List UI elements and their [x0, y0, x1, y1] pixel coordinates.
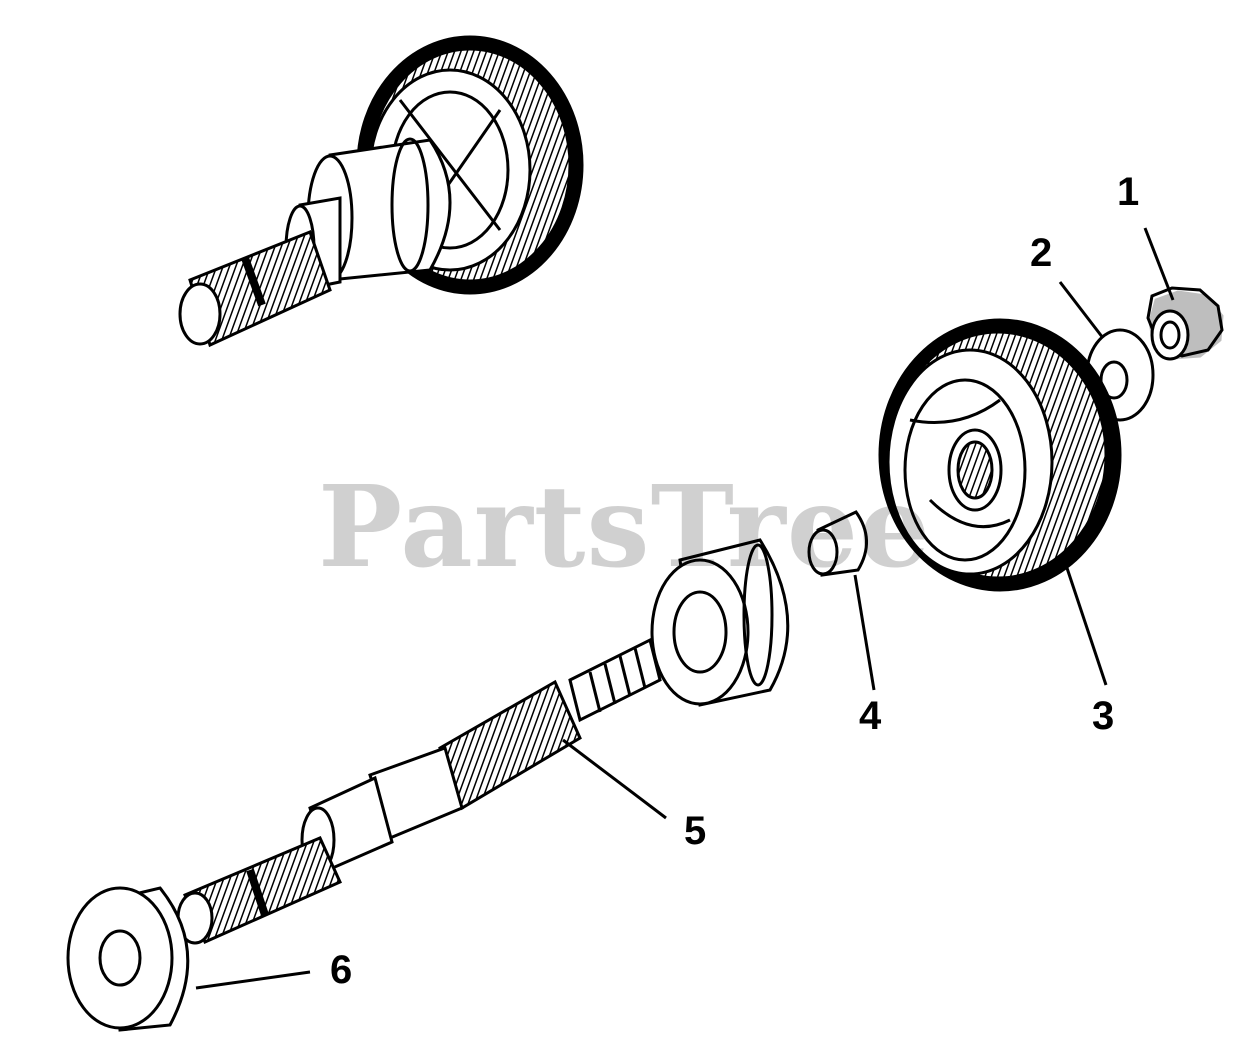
assembled-hub — [328, 138, 452, 282]
callout-4: 4 — [859, 694, 882, 738]
leader-line-2 — [1058, 281, 1105, 339]
part-4-bushing — [807, 510, 868, 577]
assembled-shaft-and-gear — [178, 35, 584, 348]
part-5-hub — [650, 538, 790, 707]
part-3-gear — [878, 318, 1122, 592]
leader-line-6 — [195, 970, 311, 990]
callout-1: 1 — [1117, 170, 1140, 214]
leader-lines — [195, 227, 1175, 990]
callout-2: 2 — [1030, 231, 1053, 275]
leader-line-4 — [853, 574, 876, 691]
callout-5: 5 — [684, 809, 707, 853]
leader-line-5 — [562, 738, 667, 820]
leader-line-1 — [1143, 227, 1175, 301]
watermark: PartsTree — [318, 462, 932, 593]
callout-3: 3 — [1092, 694, 1115, 738]
part-6-thrust-washer — [66, 886, 190, 1032]
leader-line-3 — [1065, 567, 1108, 686]
part-1-hex-nut — [1146, 286, 1224, 361]
callout-6: 6 — [330, 948, 353, 992]
part-5-shaft — [176, 637, 662, 945]
